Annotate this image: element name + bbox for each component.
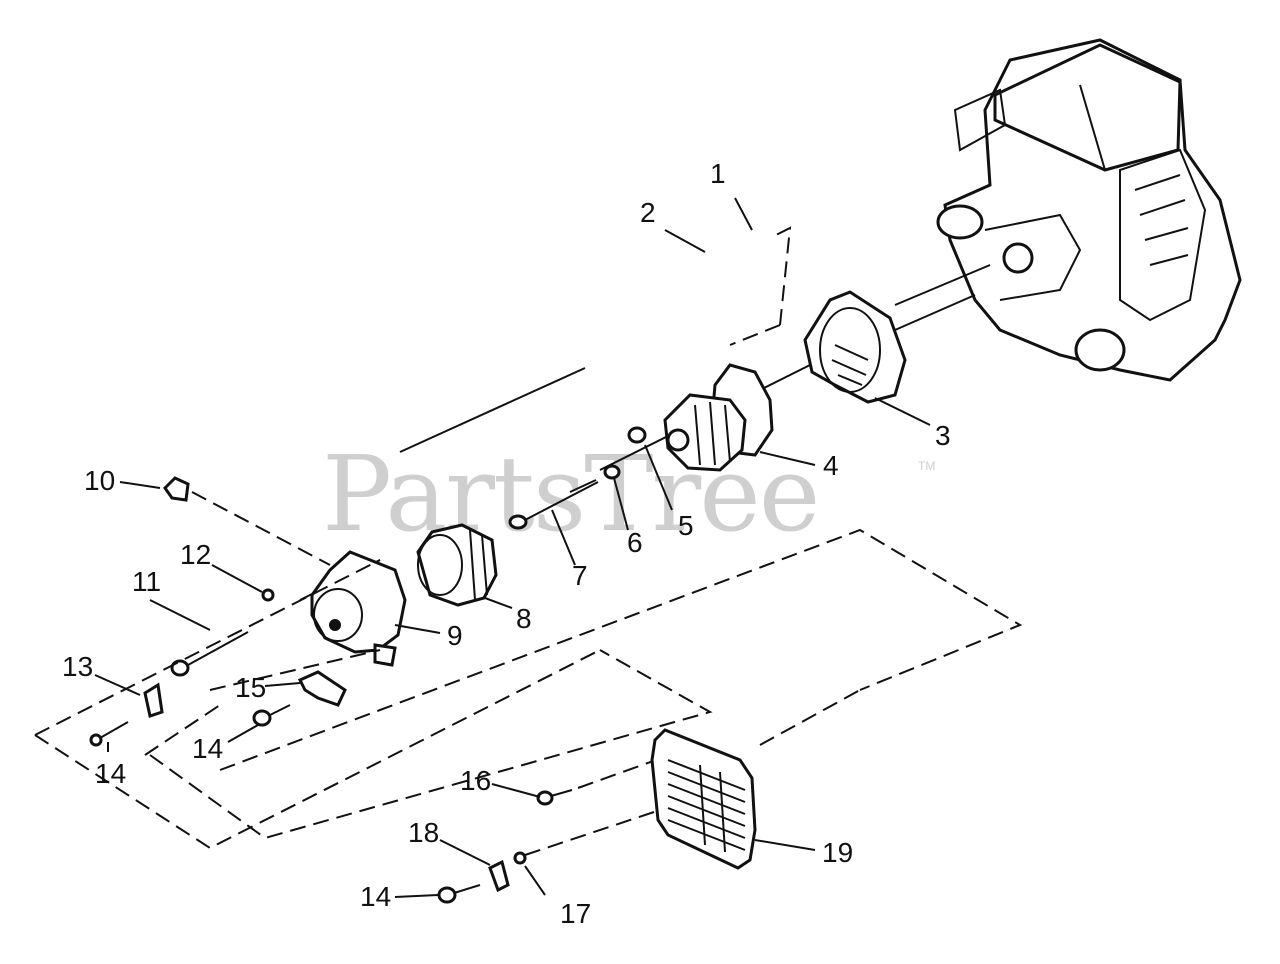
part-9-end-housing [310,550,407,667]
part-6-washer [603,464,621,480]
callout-14-left: 14 [95,758,126,789]
part-19-grille-cover [650,728,757,870]
part-16-screw [536,789,573,806]
watermark-trademark: TM [918,459,935,473]
callout-14-bottom: 14 [360,881,391,912]
part-17-washer [513,851,527,865]
callout-9: 9 [447,620,463,651]
part-14-screw-left [89,721,129,747]
part-10-clip [163,476,190,502]
part-5-washer [627,426,647,444]
callout-19: 19 [822,837,853,868]
callout-18: 18 [408,817,439,848]
callout-17: 17 [560,898,591,929]
part-13-bracket [143,682,164,718]
callout-5: 5 [678,510,694,541]
part-15-terminal [297,670,347,707]
callout-8: 8 [516,603,532,634]
callout-13: 13 [62,651,93,682]
part-12-washer [261,588,275,602]
callout-14-center: 14 [192,733,223,764]
callout-15: 15 [235,672,266,703]
callout-10: 10 [84,465,115,496]
part-18-lug [488,859,510,893]
callout-1: 1 [710,158,726,189]
callout-11: 11 [132,566,161,597]
callout-2: 2 [640,197,656,228]
callout-7: 7 [572,560,588,591]
part-11-bolt [170,631,249,677]
part-7-through-bolt [508,479,599,530]
part-14-screw-center [252,704,291,727]
engine [936,38,1242,382]
part-4-rotor [663,363,774,472]
part-3-stator-ring [803,290,907,404]
part-8-bearing [416,523,498,607]
part-14-screw-bottom [437,884,481,904]
callout-6: 6 [627,527,643,558]
callout-3: 3 [935,420,951,451]
callout-4: 4 [823,450,839,481]
callout-12: 12 [180,539,211,570]
callout-16: 16 [460,765,491,796]
